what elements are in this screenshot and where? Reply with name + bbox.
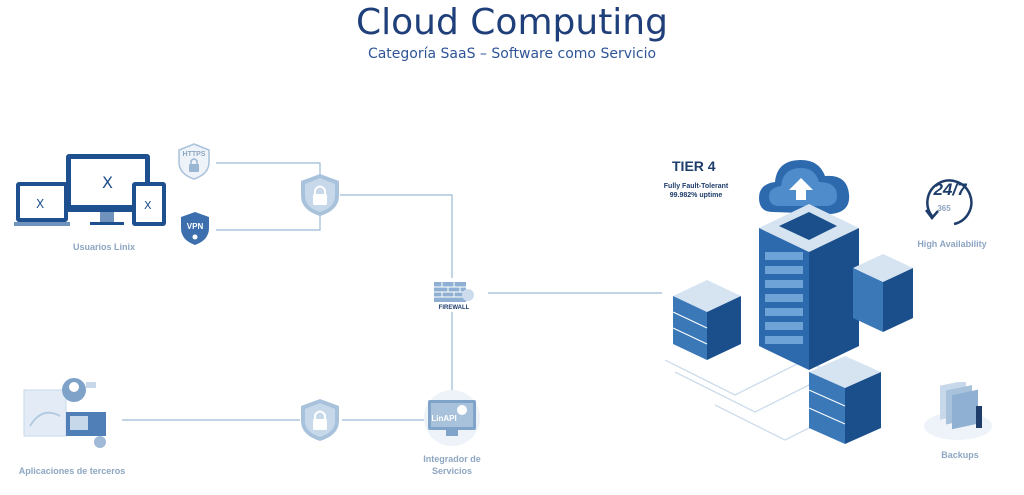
linapi-label: LinAPI bbox=[431, 414, 457, 423]
availability-247-icon bbox=[918, 178, 978, 228]
backups-icon bbox=[920, 380, 998, 446]
svg-text:X: X bbox=[36, 197, 44, 211]
svg-text:X: X bbox=[144, 199, 152, 212]
link-vpn-lock bbox=[216, 214, 321, 231]
tier-line-2: 99.982% uptime bbox=[669, 192, 723, 199]
backups-label: Backups bbox=[941, 450, 979, 460]
link-lock-firewall bbox=[340, 194, 453, 278]
lock-shield-icon-bottom bbox=[298, 397, 342, 443]
integrator-label-1: Integrador de bbox=[423, 454, 481, 464]
tier-title: TIER 4 bbox=[672, 158, 716, 174]
user-devices-icon: X X X bbox=[14, 150, 174, 240]
page-subtitle: Categoría SaaS – Software como Servicio bbox=[367, 46, 657, 62]
link-https-lock bbox=[216, 162, 321, 178]
availability-label: High Availability bbox=[917, 239, 987, 249]
firewall-icon bbox=[432, 278, 476, 306]
third-party-label: Aplicaciones de terceros bbox=[18, 466, 126, 476]
page-title: Cloud Computing bbox=[356, 2, 668, 43]
https-shield-icon bbox=[176, 142, 212, 180]
https-label: HTTPS bbox=[182, 151, 206, 158]
data-center-icon bbox=[655, 120, 915, 460]
users-label: Usuarios Linix bbox=[72, 242, 135, 252]
svg-text:X: X bbox=[102, 173, 113, 192]
firewall-label: FIREWALL bbox=[438, 305, 470, 311]
third-party-apps-icon bbox=[22, 376, 114, 454]
vpn-label: VPN bbox=[186, 222, 204, 231]
lock-shield-icon bbox=[298, 172, 342, 218]
vpn-shield-icon bbox=[178, 210, 212, 246]
integrator-label-2: Servicios bbox=[431, 466, 473, 476]
availability-247-text: 24/7 bbox=[933, 180, 967, 199]
availability-365-text: 365 bbox=[937, 204, 951, 213]
tier-line-1: Fully Fault-Tolerant bbox=[663, 183, 729, 190]
integrator-icon bbox=[420, 388, 484, 448]
